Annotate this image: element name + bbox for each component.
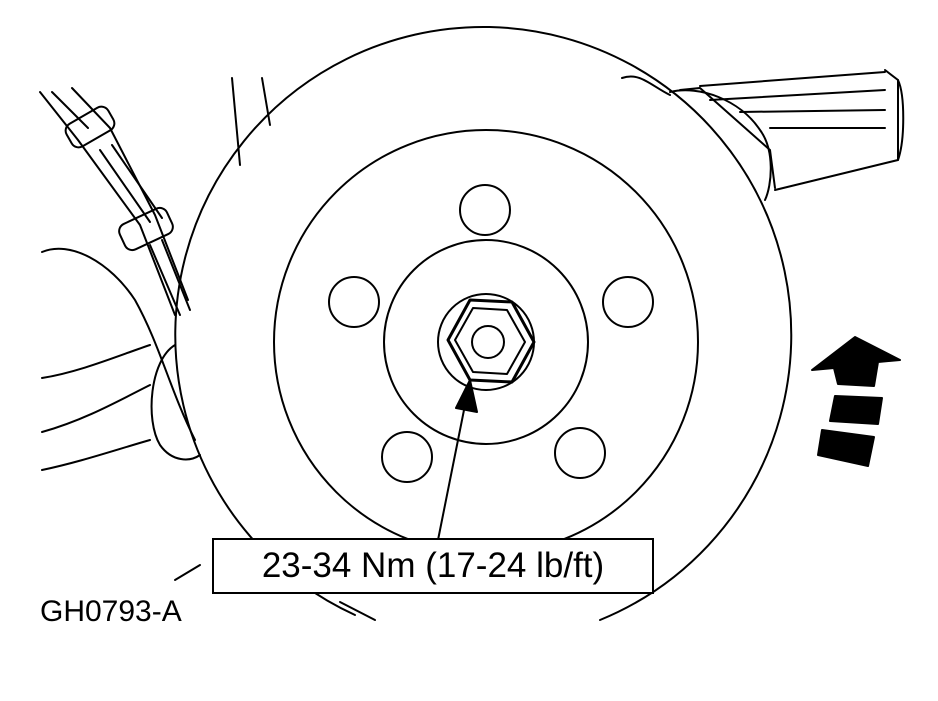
torque-spec-label: 23-34 Nm (17-24 lb/ft) bbox=[212, 538, 654, 594]
bolt-center bbox=[471, 325, 505, 359]
bolt-hole bbox=[328, 276, 380, 328]
figure-id: GH0793-A bbox=[40, 595, 182, 628]
bolt-hole bbox=[381, 431, 433, 483]
hex-bolt-inner bbox=[454, 307, 526, 375]
bolt-hole bbox=[459, 184, 511, 236]
pulley-outer-rim bbox=[174, 26, 793, 621]
direction-arrow-icon bbox=[811, 336, 901, 467]
center-bolt bbox=[446, 298, 536, 384]
hex-bolt-outer bbox=[446, 298, 536, 384]
bolt-hole bbox=[554, 427, 606, 479]
hose-assembly bbox=[39, 87, 191, 316]
torque-spec-text: 23-34 Nm (17-24 lb/ft) bbox=[261, 546, 605, 585]
bolt-hole bbox=[602, 276, 654, 328]
pulley-hub-ring bbox=[383, 239, 589, 445]
engine-background-parts bbox=[41, 69, 905, 471]
pulley-inner-ring bbox=[273, 129, 699, 555]
bolt-holes bbox=[328, 184, 654, 483]
pulley bbox=[174, 26, 793, 621]
leader-arrow bbox=[437, 379, 478, 541]
rim-break-lines bbox=[174, 564, 376, 621]
